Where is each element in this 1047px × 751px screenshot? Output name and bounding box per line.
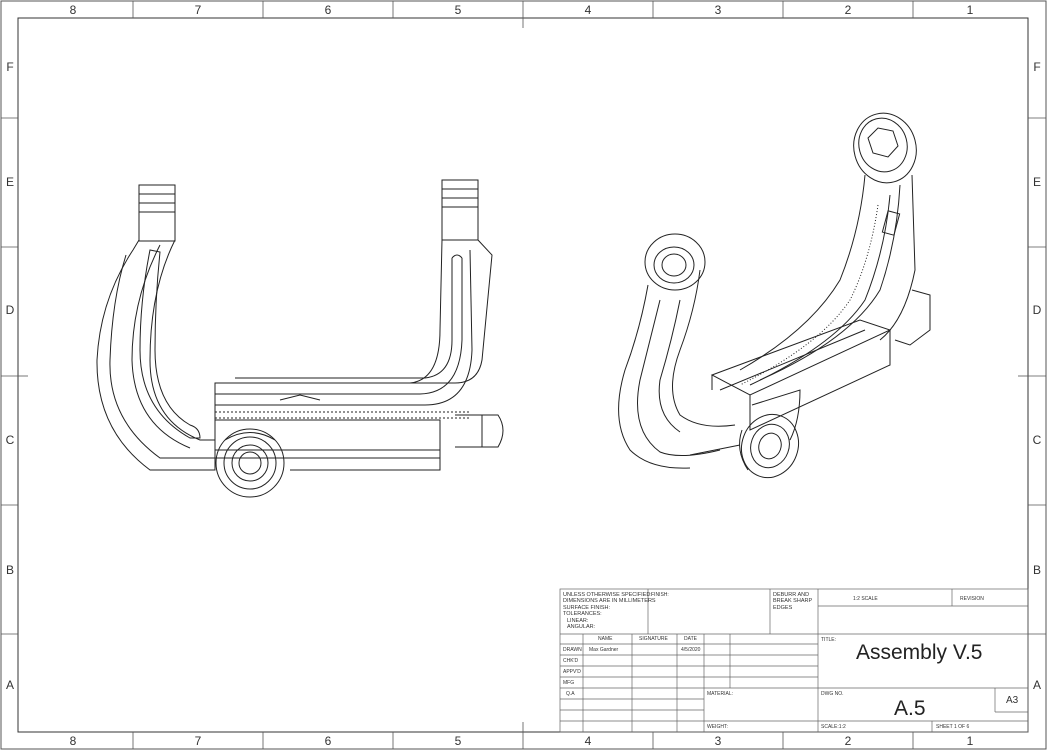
- note-line: ANGULAR:: [567, 624, 596, 631]
- note-line: SURFACE FINISH:: [563, 604, 611, 611]
- col-name-header: NAME: [598, 636, 613, 642]
- zone-col-4-top: 4: [584, 3, 592, 17]
- zone-row-d-left: D: [5, 303, 15, 317]
- dwg-no: A.5: [894, 697, 926, 720]
- zone-row-a-left: A: [5, 678, 14, 692]
- deburr-note: DEBURR AND BREAK SHARP EDGES: [773, 592, 812, 611]
- zone-row-b-right: B: [1032, 563, 1041, 577]
- scale-header: 1:2 SCALE: [853, 596, 878, 602]
- drawn-by-name: Max Gardner: [589, 647, 619, 653]
- drawn-date: 4/5/2020: [681, 647, 701, 653]
- zone-col-8-bottom: 8: [69, 734, 77, 748]
- row-approved: APPV'D: [563, 669, 581, 675]
- zone-row-d-right: D: [1032, 303, 1042, 317]
- zone-row-e-right: E: [1032, 175, 1041, 189]
- tolerance-notes: UNLESS OTHERWISE SPECIFIED: DIMENSIONS A…: [563, 592, 656, 630]
- weight-label: WEIGHT:: [707, 724, 728, 730]
- zone-col-2-bottom: 2: [844, 734, 852, 748]
- deburr-line: DEBURR AND: [773, 592, 810, 598]
- row-mfg: MFG: [563, 680, 575, 686]
- sheet-size: A3: [1006, 695, 1019, 706]
- zone-col-7-top: 7: [194, 3, 202, 17]
- zone-row-f-left: F: [6, 60, 14, 74]
- zone-row-a-right: A: [1032, 678, 1041, 692]
- revision-label: REVISION: [960, 596, 984, 602]
- deburr-line: EDGES: [773, 604, 793, 611]
- note-line: UNLESS OTHERWISE SPECIFIED:: [563, 592, 652, 598]
- material-label: MATERIAL:: [707, 691, 734, 697]
- zone-row-c-left: C: [5, 433, 15, 447]
- col-signature-header: SIGNATURE: [639, 636, 668, 642]
- note-line: LINEAR:: [567, 617, 589, 624]
- zone-col-7-bottom: 7: [194, 734, 202, 748]
- zone-row-c-right: C: [1032, 433, 1042, 447]
- note-line: DIMENSIONS ARE IN MILLIMETERS: [563, 598, 656, 605]
- sheet-label: SHEET 1 OF 6: [936, 724, 970, 730]
- zone-col-1-top: 1: [966, 3, 974, 17]
- zone-row-e-left: E: [5, 175, 14, 189]
- zone-col-2-top: 2: [844, 3, 852, 17]
- zone-col-6-bottom: 6: [324, 734, 332, 748]
- zone-col-5-bottom: 5: [454, 734, 462, 748]
- row-qa: Q.A: [566, 691, 575, 697]
- drawing-title: Assembly V.5: [856, 641, 983, 664]
- row-checked: CHK'D: [563, 658, 579, 664]
- title-label: TITLE:: [821, 637, 837, 643]
- deburr-line: BREAK SHARP: [773, 598, 813, 605]
- zone-col-5-top: 5: [454, 3, 462, 17]
- dwg-no-label: DWG NO.: [821, 691, 844, 697]
- scale-label: SCALE:1:2: [821, 724, 846, 730]
- zone-col-3-bottom: 3: [714, 734, 722, 748]
- zone-col-6-top: 6: [324, 3, 332, 17]
- zone-col-8-top: 8: [69, 3, 77, 17]
- zone-col-4-bottom: 4: [584, 734, 592, 748]
- zone-col-3-top: 3: [714, 3, 722, 17]
- col-date-header: DATE: [684, 636, 697, 642]
- zone-row-f-right: F: [1033, 60, 1041, 74]
- finish-label: FINISH:: [651, 592, 669, 598]
- zone-row-b-left: B: [5, 563, 14, 577]
- zone-col-1-bottom: 1: [966, 734, 974, 748]
- row-drawn: DRAWN: [563, 647, 582, 653]
- note-line: TOLERANCES:: [563, 611, 602, 618]
